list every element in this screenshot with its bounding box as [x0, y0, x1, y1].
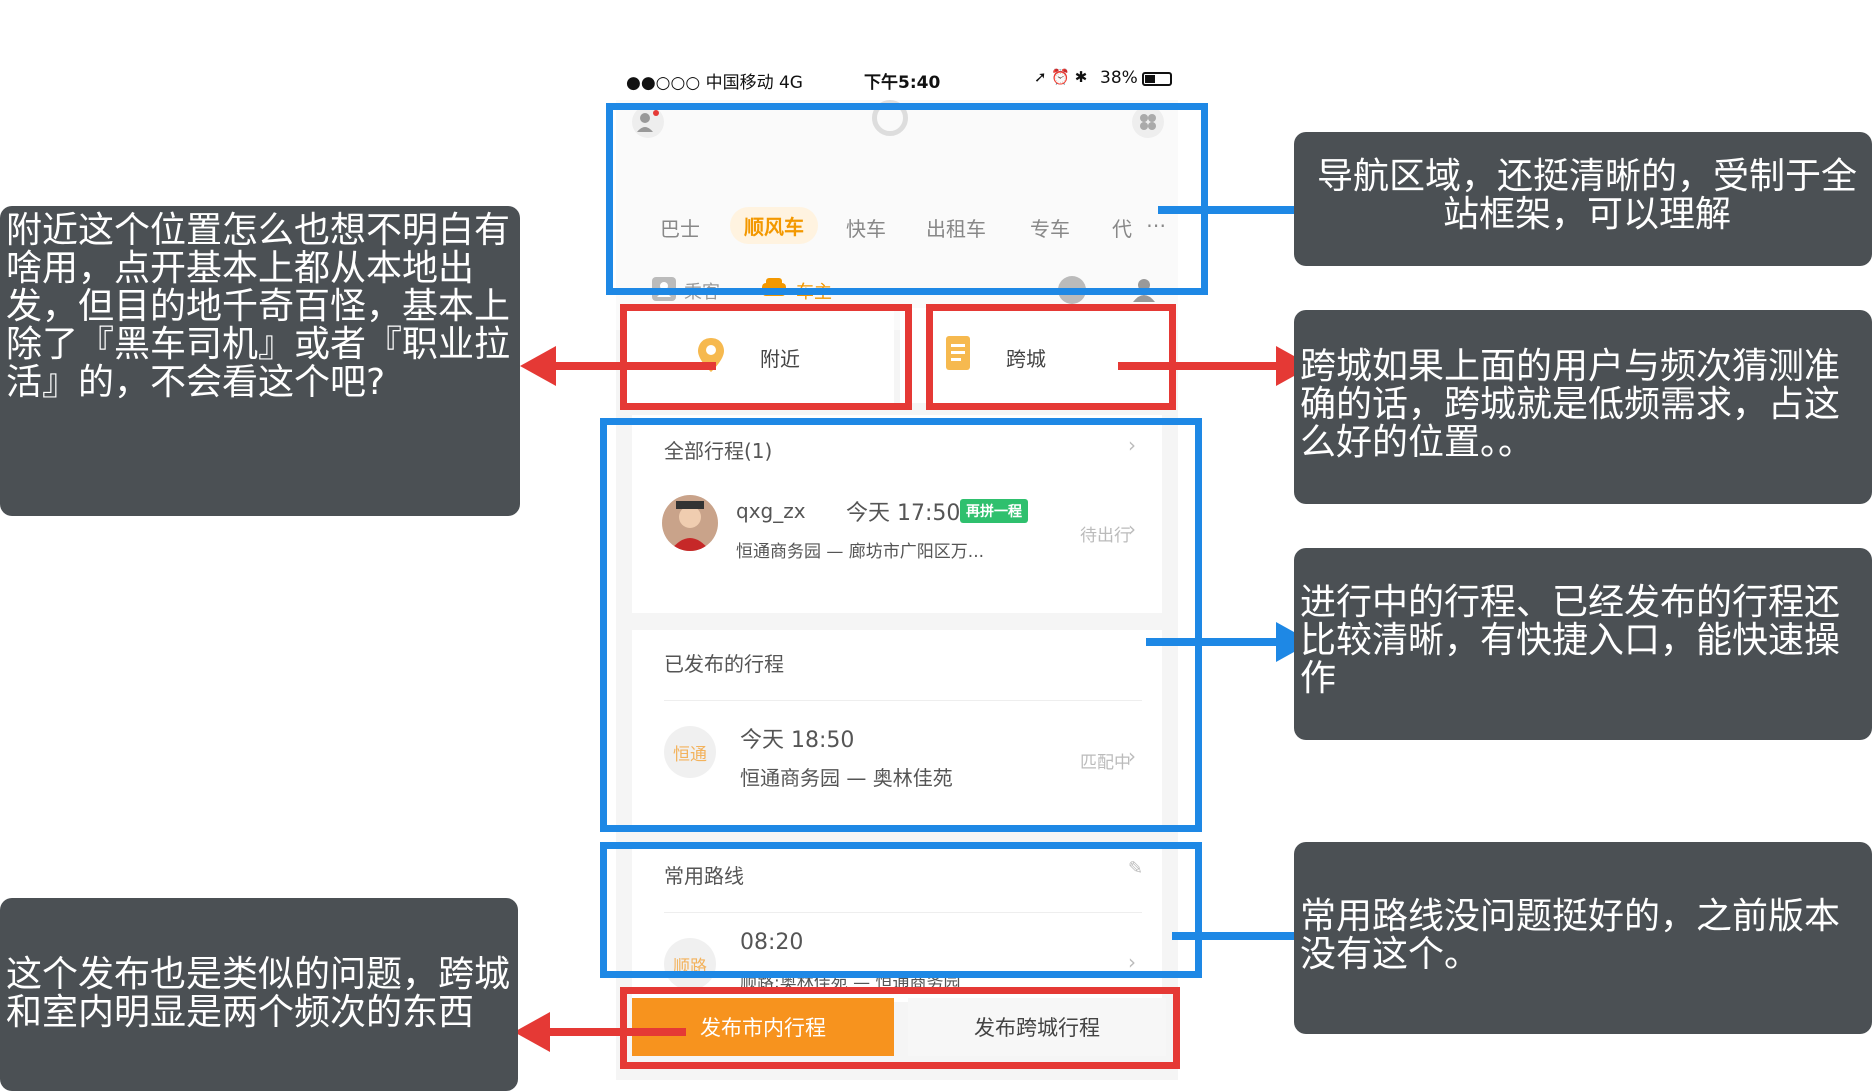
red-arrow-publish	[514, 1012, 686, 1052]
blue-arrow-trips	[1146, 622, 1312, 662]
trip-status: 待出行	[1080, 526, 1131, 546]
tab-designated-driver[interactable]: 代	[1112, 217, 1132, 241]
published-title: 已发布的行程	[664, 652, 784, 676]
published-route: 恒通商务园 — 奥林佳苑	[740, 766, 953, 790]
status-bar: ●●○○○ 中国移动 4G 下午5:40 ➚ ⏰ ✱ 38%	[616, 60, 1178, 100]
ticket-icon	[944, 334, 972, 374]
nearby-highlight-box	[620, 304, 912, 410]
note-routes-text: 常用路线没问题挺好的，之前版本没有这个。	[1300, 896, 1841, 975]
note-nav: 导航区域，还挺清晰的，受制于全站框架，可以理解	[1294, 132, 1872, 266]
cross-city-label: 跨城	[1006, 347, 1046, 371]
trip-time: 今天 17:50	[846, 501, 961, 526]
common-routes-title: 常用路线	[664, 864, 744, 888]
phone-screen: ●●○○○ 中国移动 4G 下午5:40 ➚ ⏰ ✱ 38% 巴士 顺风车 快车…	[616, 60, 1178, 1080]
published-status: 匹配中	[1080, 753, 1131, 773]
loading-ring-icon	[872, 100, 908, 136]
edit-pencil-icon[interactable]: ✎	[1128, 858, 1144, 879]
common-route-time: 08:20	[740, 930, 804, 955]
service-tabs: 巴士 顺风车 快车 出租车 专车 代 ⋯	[616, 205, 1178, 255]
clock: 下午5:40	[864, 73, 941, 93]
note-cross-city-text: 跨城如果上面的用户与频次猜测准确的话，跨城就是低频需求，占这么好的位置。。	[1300, 346, 1841, 463]
rebook-badge[interactable]: 再拼一程	[960, 499, 1028, 523]
publish-cross-city-trip-button[interactable]: 发布跨城行程	[908, 998, 1166, 1056]
location-alarm-bluetooth-icons: ➚ ⏰ ✱	[1034, 68, 1088, 86]
divider	[664, 700, 1142, 701]
nearby-label: 附近	[760, 347, 800, 371]
chevron-right-icon[interactable]: ›	[1128, 744, 1136, 768]
tab-express[interactable]: 快车	[846, 217, 886, 241]
note-nearby: 附近这个位置怎么也想不明白有啥用，点开基本上都从本地出发，但目的地千奇百怪，基本…	[0, 206, 520, 516]
tab-hitch[interactable]: 顺风车	[730, 207, 818, 244]
chevron-right-icon[interactable]: ›	[1128, 433, 1136, 457]
note-trips: 进行中的行程、已经发布的行程还比较清晰，有快捷入口，能快速操作	[1294, 548, 1872, 740]
published-time: 今天 18:50	[740, 728, 855, 753]
red-arrow-cross-city	[1118, 346, 1312, 386]
battery-icon	[1142, 72, 1172, 86]
all-trips-card: 全部行程(1) › qxg_zx 今天 17:50 再拼一程 恒通商务园 — 廊…	[632, 415, 1162, 613]
note-routes: 常用路线没问题挺好的，之前版本没有这个。	[1294, 842, 1872, 1034]
divider	[664, 912, 1142, 913]
all-trips-title[interactable]: 全部行程(1)	[664, 439, 773, 463]
profile-icon[interactable]	[632, 106, 664, 138]
nav-highlight-box	[606, 103, 1208, 295]
routes-highlight-box	[600, 842, 1202, 978]
chevron-right-icon[interactable]: ›	[1128, 517, 1136, 541]
more-icon[interactable]: ⋯	[1146, 213, 1166, 237]
red-arrow-nearby	[520, 346, 716, 386]
carrier-label: ●●○○○ 中国移动 4G	[626, 73, 803, 93]
note-nav-text: 导航区域，还挺清晰的，受制于全站框架，可以理解	[1316, 156, 1857, 235]
cross-city-highlight-box	[926, 304, 1176, 410]
trip-route: 恒通商务园 — 廊坊市广阳区万...	[736, 542, 985, 562]
publish-local-trip-button[interactable]: 发布市内行程	[632, 998, 894, 1056]
tab-bus[interactable]: 巴士	[660, 217, 700, 241]
tab-taxi[interactable]: 出租车	[926, 217, 986, 241]
note-publish: 这个发布也是类似的问题，跨城和室内明显是两个频次的东西	[0, 898, 518, 1091]
note-publish-text: 这个发布也是类似的问题，跨城和室内明显是两个频次的东西	[6, 954, 511, 1033]
battery-percent: 38%	[1100, 68, 1138, 88]
trips-highlight-box	[600, 418, 1202, 832]
note-trips-text: 进行中的行程、已经发布的行程还比较清晰，有快捷入口，能快速操作	[1300, 582, 1841, 699]
nearby-card[interactable]: 附近	[624, 308, 894, 403]
hengtong-tag: 恒通	[664, 726, 716, 778]
cross-city-card[interactable]: 跨城	[900, 308, 1170, 403]
trip-username: qxg_zx	[736, 499, 806, 523]
note-nearby-text: 附近这个位置怎么也想不明白有啥用，点开基本上都从本地出发，但目的地千奇百怪，基本…	[6, 210, 511, 403]
note-cross-city: 跨城如果上面的用户与频次猜测准确的话，跨城就是低频需求，占这么好的位置。。	[1294, 310, 1872, 504]
tab-premier[interactable]: 专车	[1030, 217, 1070, 241]
published-trips-card: 已发布的行程 恒通 今天 18:50 恒通商务园 — 奥林佳苑 匹配中 ›	[632, 630, 1162, 826]
driver-avatar	[662, 495, 718, 551]
chevron-right-icon[interactable]: ›	[1128, 950, 1136, 974]
flower-menu-icon[interactable]	[1132, 106, 1164, 138]
